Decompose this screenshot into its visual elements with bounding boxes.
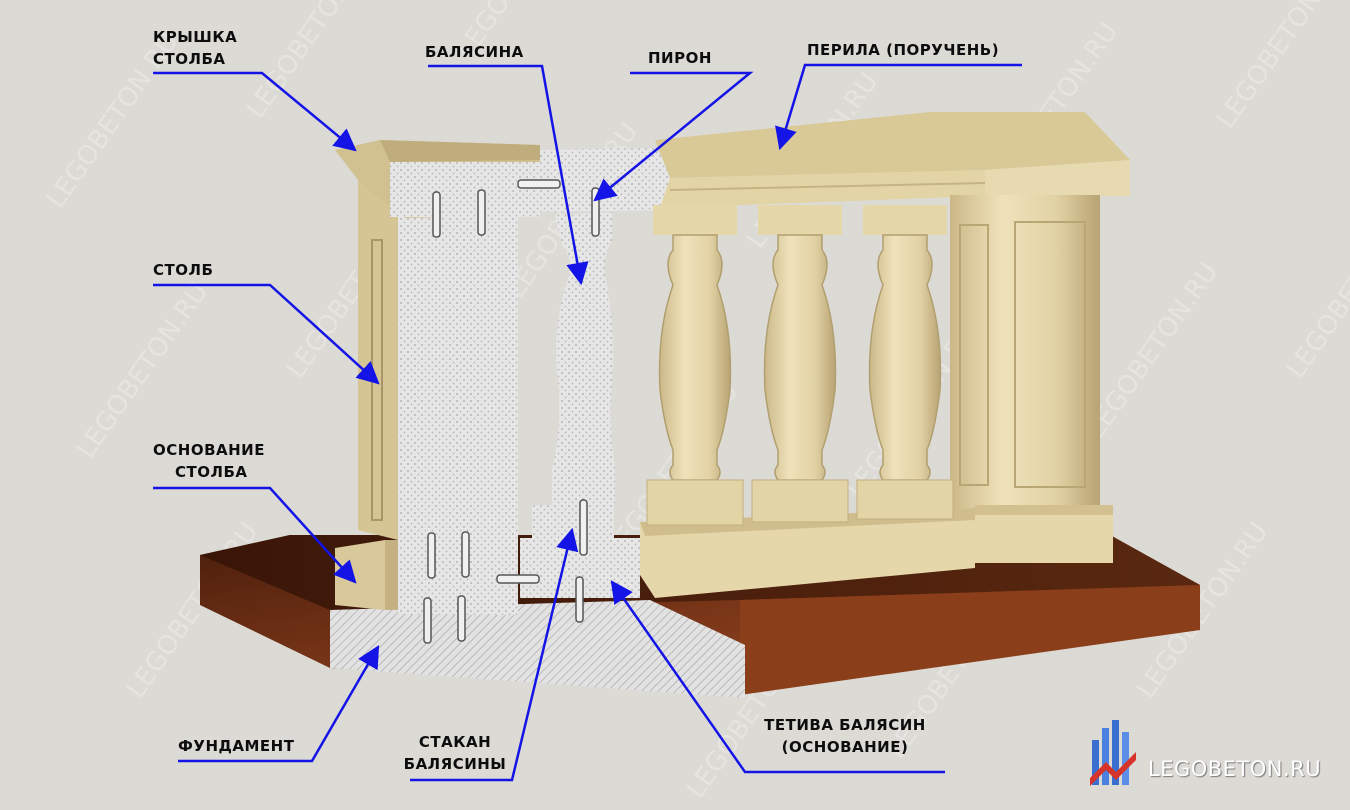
label-baluster-cup: СТАКАН БАЛЯСИНЫ (400, 731, 510, 775)
leader-lines (153, 63, 1022, 782)
label-post-base-line2: СТОЛБА (175, 463, 248, 481)
label-handrail: ПЕРИЛА (ПОРУЧЕНЬ) (807, 41, 1000, 59)
label-stringer-line1: ТЕТИВА БАЛЯСИН (764, 716, 926, 734)
label-post-base-line1: ОСНОВАНИЕ (153, 441, 265, 459)
label-baluster-cup-line2: БАЛЯСИНЫ (403, 755, 507, 773)
stone-baluster (751, 205, 849, 523)
brand-logo-icon (1090, 720, 1136, 786)
label-pin: ПИРОН (648, 49, 712, 67)
brand-name: LEGOBETON.RU (1148, 757, 1322, 781)
label-stringer-line2: (ОСНОВАНИЕ) (781, 738, 909, 756)
handrail-section (540, 148, 675, 212)
label-post-cap-line1: КРЫШКА (153, 28, 238, 46)
stone-baluster (856, 205, 954, 520)
handrail (655, 112, 1130, 208)
label-post-cap-line2: СТОЛБА (153, 50, 226, 68)
right-post (950, 195, 1113, 563)
stone-baluster (646, 205, 744, 526)
stone-balusters (646, 205, 954, 526)
baluster-section (532, 212, 615, 540)
label-foundation: ФУНДАМЕНТ (178, 737, 295, 755)
label-post-cap: КРЫШКА СТОЛБА (153, 26, 237, 70)
label-post-base: ОСНОВАНИЕ СТОЛБА (153, 439, 265, 483)
post-cap (335, 140, 540, 218)
label-post: СТОЛБ (153, 261, 214, 279)
label-baluster-cup-line1: СТАКАН (418, 733, 492, 751)
label-baluster: БАЛЯСИНА (425, 43, 524, 61)
label-stringer: ТЕТИВА БАЛЯСИН (ОСНОВАНИЕ) (740, 714, 950, 758)
